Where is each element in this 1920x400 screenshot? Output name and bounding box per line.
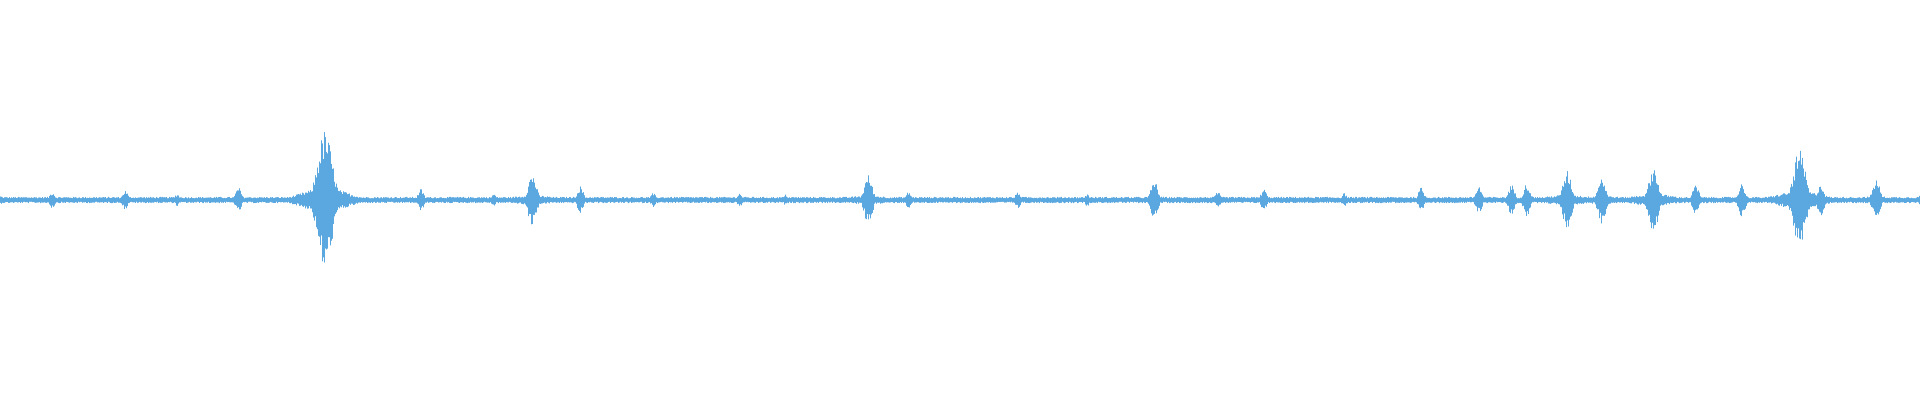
waveform-bars xyxy=(0,132,1920,263)
waveform-path xyxy=(0,132,1920,263)
